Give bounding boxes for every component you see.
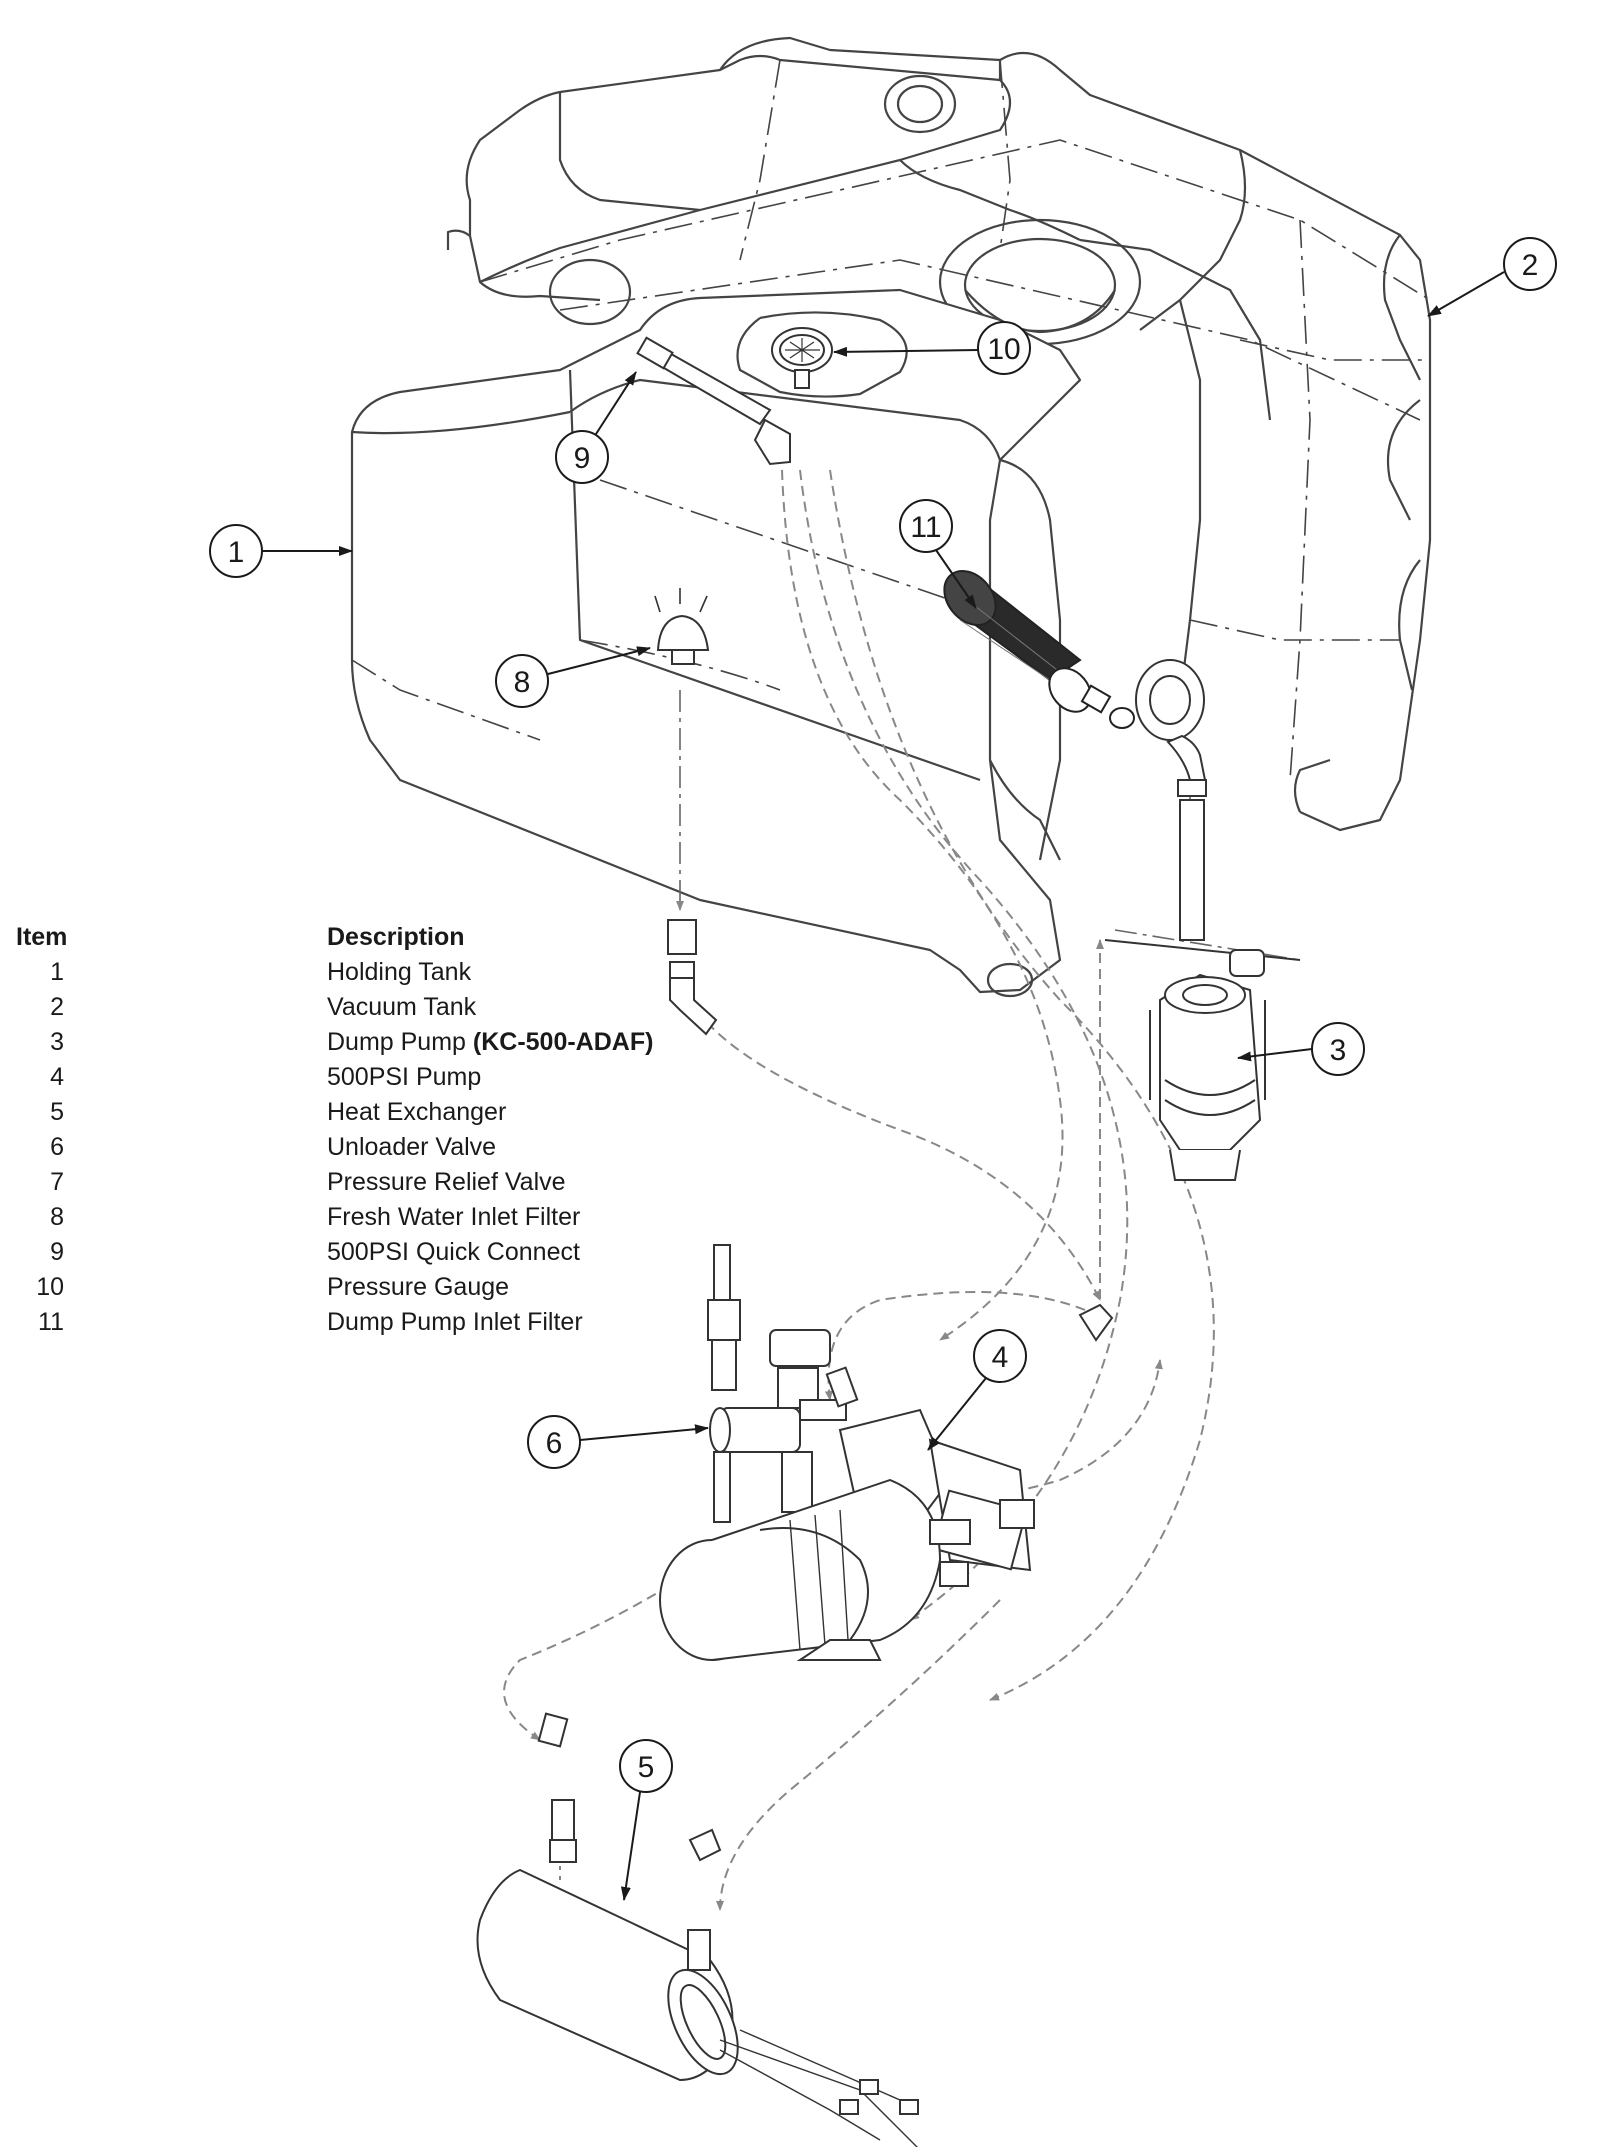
callout-2-label: 2: [1522, 249, 1539, 282]
callout-6-label: 6: [546, 1427, 563, 1460]
part-number: (KC-500-ADAF): [472, 1028, 654, 1056]
callout-4: 4: [927, 1329, 1027, 1451]
item-number: 7: [50, 1168, 64, 1196]
parts-list-row: 2 Vacuum Tank: [0, 990, 700, 1024]
parts-list-row: 10 Pressure Gauge: [0, 1270, 700, 1304]
callout-11-label: 11: [910, 511, 941, 544]
parts-list-row: 11 Dump Pump Inlet Filter: [0, 1305, 700, 1339]
callout-11: 11: [899, 499, 977, 609]
parts-list-row: 4 500PSI Pump: [0, 1060, 700, 1094]
parts-list-header: Item Description: [0, 920, 700, 954]
item-description: Dump Pump (KC-500-ADAF): [327, 1028, 654, 1056]
item-description: 500PSI Pump: [327, 1063, 482, 1091]
fresh-water-filter-part: [654, 588, 710, 665]
parts-list-row: 1 Holding Tank: [0, 955, 700, 989]
callout-1: 1: [209, 524, 353, 578]
parts-list-row: 9 500PSI Quick Connect: [0, 1235, 700, 1269]
item-description: Pressure Gauge: [327, 1273, 510, 1301]
item-number: 10: [36, 1273, 64, 1301]
callout-9: 9: [555, 371, 637, 484]
parts-list-row: 5 Heat Exchanger: [0, 1095, 700, 1129]
item-column-header: Item: [16, 923, 68, 951]
item-description: Vacuum Tank: [327, 993, 477, 1021]
dump-pump-part: [1104, 939, 1301, 1181]
item-number: 2: [50, 993, 64, 1021]
callout-8: 8: [495, 646, 651, 708]
description-column-header: Description: [327, 923, 465, 951]
parts-list-row: 3 Dump Pump (KC-500-ADAF): [0, 1025, 700, 1059]
quick-connect-part: [636, 336, 791, 466]
item-number: 6: [50, 1133, 64, 1161]
item-description: Dump Pump Inlet Filter: [327, 1308, 583, 1336]
vacuum-tank: [446, 36, 1432, 832]
callout-10: 10: [833, 321, 1031, 375]
item-description: Heat Exchanger: [327, 1098, 507, 1126]
item-description: Pressure Relief Valve: [327, 1168, 566, 1196]
parts-list-row: 7 Pressure Relief Valve: [0, 1165, 700, 1199]
item-description: Unloader Valve: [327, 1133, 497, 1161]
callout-5: 5: [619, 1739, 673, 1901]
elbow-fittings: [667, 919, 1114, 1342]
item-number: 1: [50, 958, 64, 986]
item-description: 500PSI Quick Connect: [327, 1238, 580, 1266]
callout-2: 2: [1427, 237, 1557, 317]
callout-5-label: 5: [638, 1751, 655, 1784]
parts-list-row: 8 Fresh Water Inlet Filter: [0, 1200, 700, 1234]
item-number: 3: [50, 1028, 64, 1056]
callout-4-label: 4: [992, 1341, 1009, 1374]
item-description: Holding Tank: [327, 958, 472, 986]
item-number: 4: [50, 1063, 64, 1091]
callout-3: 3: [1237, 1022, 1365, 1076]
item-number: 8: [50, 1203, 64, 1231]
callout-10-label: 10: [987, 333, 1020, 366]
parts-list-row: 6 Unloader Valve: [0, 1130, 700, 1164]
callout-8-label: 8: [514, 666, 531, 699]
psi-pump-part: [659, 1408, 1035, 1661]
item-number: 9: [50, 1238, 64, 1266]
item-description: Fresh Water Inlet Filter: [327, 1203, 581, 1231]
item-number: 11: [38, 1308, 64, 1336]
heat-exchanger-part: [476, 1712, 919, 2147]
item-number: 5: [50, 1098, 64, 1126]
pressure-gauge-part: [771, 327, 833, 389]
callout-3-label: 3: [1330, 1034, 1347, 1067]
callout-1-label: 1: [228, 536, 245, 569]
callout-9-label: 9: [574, 442, 591, 475]
callout-6: 6: [527, 1415, 709, 1469]
flange-fitting: [1135, 659, 1207, 941]
unloader-valve-part: [707, 1244, 859, 1523]
